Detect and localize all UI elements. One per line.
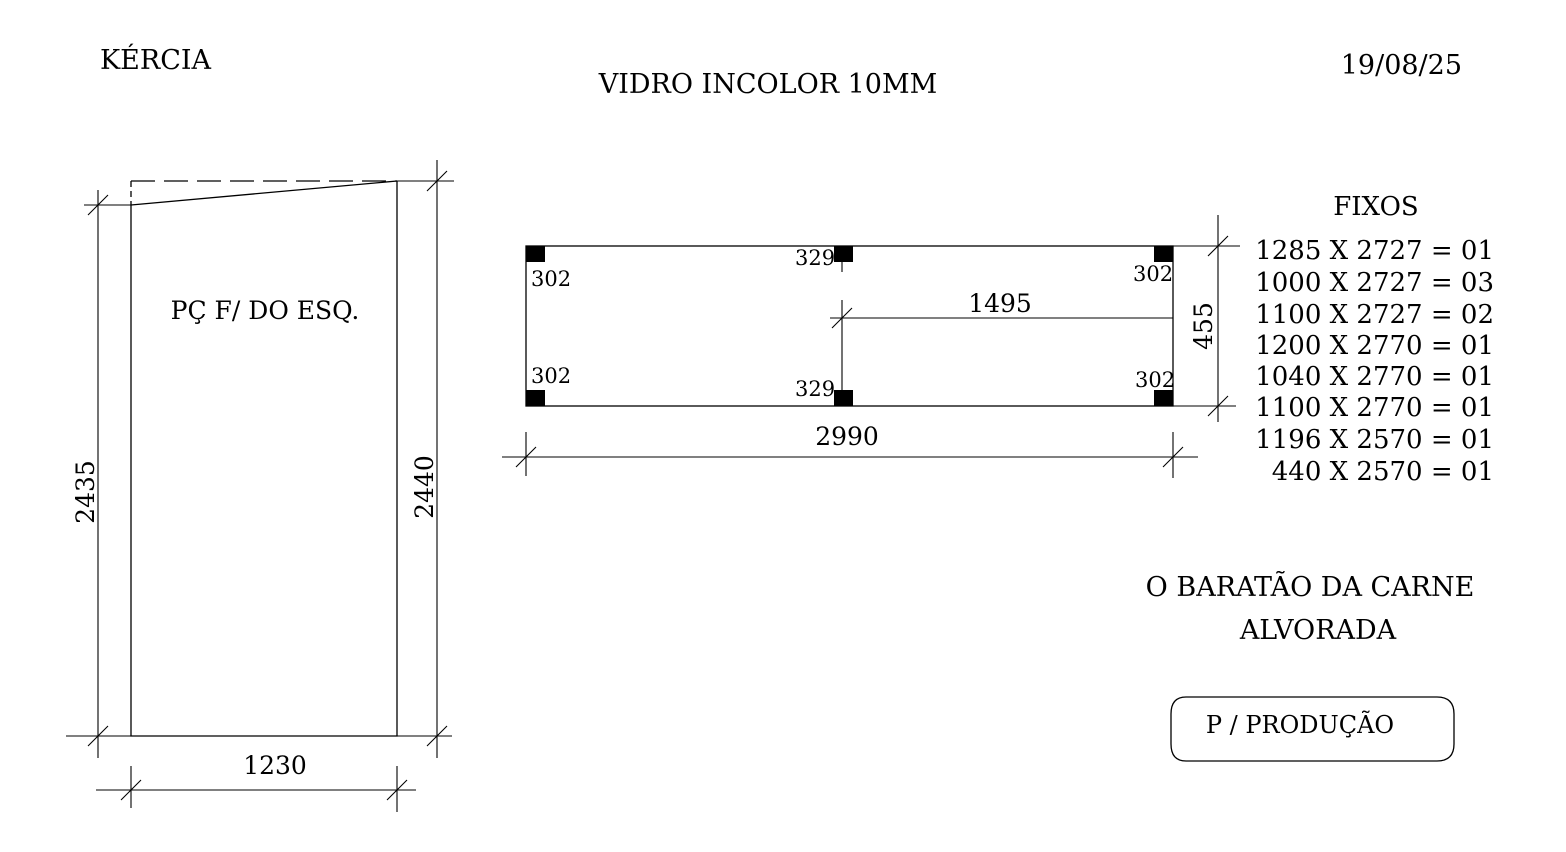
- anchor-label: 329: [795, 377, 835, 401]
- production-stamp: P / PRODUÇÃO: [1170, 696, 1455, 762]
- production-stamp-label: P / PRODUÇÃO: [1206, 710, 1394, 739]
- door-piece: PÇ F/ DO ESQ.: [130, 180, 398, 737]
- door-piece-label: PÇ F/ DO ESQ.: [171, 296, 360, 325]
- dimension-left-height: 2435: [66, 190, 131, 758]
- anchor-label: 329: [795, 246, 835, 270]
- dimension-right-height: 2440: [397, 160, 454, 758]
- anchor-block: [526, 246, 545, 262]
- fixed-piece-item: 1100 X 2727 = 02: [1255, 300, 1494, 330]
- dimension-left-height-value: 2435: [71, 460, 100, 524]
- dimension-door-width-value: 1230: [243, 751, 307, 780]
- door-piece-outline: [130, 181, 398, 737]
- fixed-piece-item: 1000 X 2727 = 03: [1255, 268, 1494, 298]
- dimension-door-width: 1230: [96, 751, 416, 812]
- fixed-piece-item: 1196 X 2570 = 01: [1255, 425, 1494, 455]
- fixed-piece-item: 1100 X 2770 = 01: [1255, 393, 1494, 423]
- dimension-plan-width-value: 2990: [815, 422, 879, 451]
- client-name: KÉRCIA: [100, 43, 212, 76]
- anchor-block: [834, 390, 853, 406]
- fixed-piece-item: 1200 X 2770 = 01: [1255, 331, 1494, 361]
- fixed-piece-item: 440 X 2570 = 01: [1272, 457, 1494, 487]
- fixed-pieces-list: FIXOS 1285 X 2727 = 01 1000 X 2727 = 03 …: [1255, 192, 1494, 487]
- project-location: ALVORADA: [1239, 615, 1397, 646]
- fixed-piece-item: 1285 X 2727 = 01: [1255, 236, 1494, 266]
- fixed-piece-item: 1040 X 2770 = 01: [1255, 362, 1494, 392]
- anchor-label: 302: [531, 364, 571, 388]
- fixed-pieces-title: FIXOS: [1333, 192, 1419, 222]
- project-name: O BARATÃO DA CARNE: [1146, 570, 1475, 603]
- dimension-right-height-value: 2440: [410, 455, 439, 519]
- anchor-block: [834, 246, 853, 262]
- anchor-block: [1154, 390, 1173, 406]
- production-stamp-border: [1170, 696, 1455, 762]
- material-title: VIDRO INCOLOR 10MM: [598, 69, 938, 100]
- anchor-label: 302: [1135, 368, 1175, 392]
- anchor-block: [526, 390, 545, 406]
- dimension-inner-span-value: 1495: [968, 289, 1032, 318]
- drawing-date: 19/08/25: [1341, 50, 1462, 81]
- door-piece-slope: [130, 180, 398, 206]
- anchor-label: 302: [531, 267, 571, 291]
- dimension-plan-depth-value: 455: [1189, 302, 1218, 350]
- anchor-block: [1154, 246, 1173, 262]
- plan-view: 302 302 302 302 329 329 1495: [525, 245, 1175, 407]
- dimension-plan-width: 2990: [502, 422, 1198, 478]
- plan-outline: [525, 245, 1174, 407]
- dimension-plan-depth: 455: [1173, 215, 1240, 422]
- anchor-label: 302: [1133, 262, 1173, 286]
